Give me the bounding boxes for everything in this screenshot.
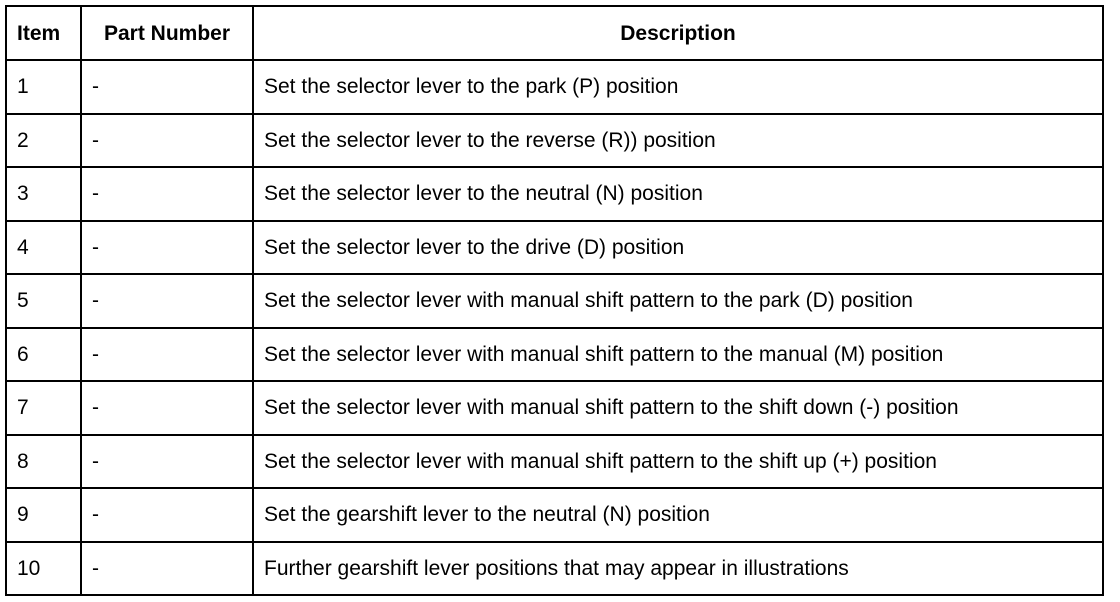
- cell-part-number: -: [80, 219, 254, 275]
- cell-part-number: -: [80, 433, 254, 489]
- cell-description: Further gearshift lever positions that m…: [252, 540, 1104, 596]
- cell-part-number: -: [80, 112, 254, 168]
- cell-item: 1: [5, 59, 82, 115]
- table-row: 10 - Further gearshift lever positions t…: [5, 540, 1104, 596]
- cell-item: 9: [5, 487, 82, 543]
- table-row: 8 - Set the selector lever with manual s…: [5, 433, 1104, 489]
- table-row: 7 - Set the selector lever with manual s…: [5, 380, 1104, 436]
- cell-part-number: -: [80, 273, 254, 329]
- cell-item: 10: [5, 540, 82, 596]
- cell-description: Set the selector lever with manual shift…: [252, 326, 1104, 382]
- cell-item: 3: [5, 166, 82, 222]
- header-description: Description: [252, 5, 1104, 61]
- cell-description: Set the selector lever with manual shift…: [252, 273, 1104, 329]
- header-part-number: Part Number: [80, 5, 254, 61]
- parts-table-container: Item Part Number Description 1 - Set the…: [5, 5, 1104, 596]
- cell-description: Set the gearshift lever to the neutral (…: [252, 487, 1104, 543]
- table-row: 2 - Set the selector lever to the revers…: [5, 112, 1104, 168]
- cell-part-number: -: [80, 166, 254, 222]
- table-row: 6 - Set the selector lever with manual s…: [5, 326, 1104, 382]
- table-body: 1 - Set the selector lever to the park (…: [5, 59, 1104, 596]
- cell-part-number: -: [80, 540, 254, 596]
- cell-description: Set the selector lever to the drive (D) …: [252, 219, 1104, 275]
- table-row: 1 - Set the selector lever to the park (…: [5, 59, 1104, 115]
- header-item: Item: [5, 5, 82, 61]
- cell-description: Set the selector lever to the park (P) p…: [252, 59, 1104, 115]
- cell-item: 2: [5, 112, 82, 168]
- cell-part-number: -: [80, 487, 254, 543]
- table-row: 5 - Set the selector lever with manual s…: [5, 273, 1104, 329]
- cell-part-number: -: [80, 59, 254, 115]
- table-row: 4 - Set the selector lever to the drive …: [5, 219, 1104, 275]
- cell-part-number: -: [80, 326, 254, 382]
- cell-item: 8: [5, 433, 82, 489]
- table-row: 9 - Set the gearshift lever to the neutr…: [5, 487, 1104, 543]
- cell-item: 4: [5, 219, 82, 275]
- cell-part-number: -: [80, 380, 254, 436]
- cell-item: 7: [5, 380, 82, 436]
- header-row: Item Part Number Description: [5, 5, 1104, 61]
- cell-description: Set the selector lever to the neutral (N…: [252, 166, 1104, 222]
- table-header: Item Part Number Description: [5, 5, 1104, 61]
- cell-item: 6: [5, 326, 82, 382]
- parts-table: Item Part Number Description 1 - Set the…: [5, 5, 1104, 596]
- cell-description: Set the selector lever with manual shift…: [252, 380, 1104, 436]
- cell-item: 5: [5, 273, 82, 329]
- table-row: 3 - Set the selector lever to the neutra…: [5, 166, 1104, 222]
- cell-description: Set the selector lever with manual shift…: [252, 433, 1104, 489]
- cell-description: Set the selector lever to the reverse (R…: [252, 112, 1104, 168]
